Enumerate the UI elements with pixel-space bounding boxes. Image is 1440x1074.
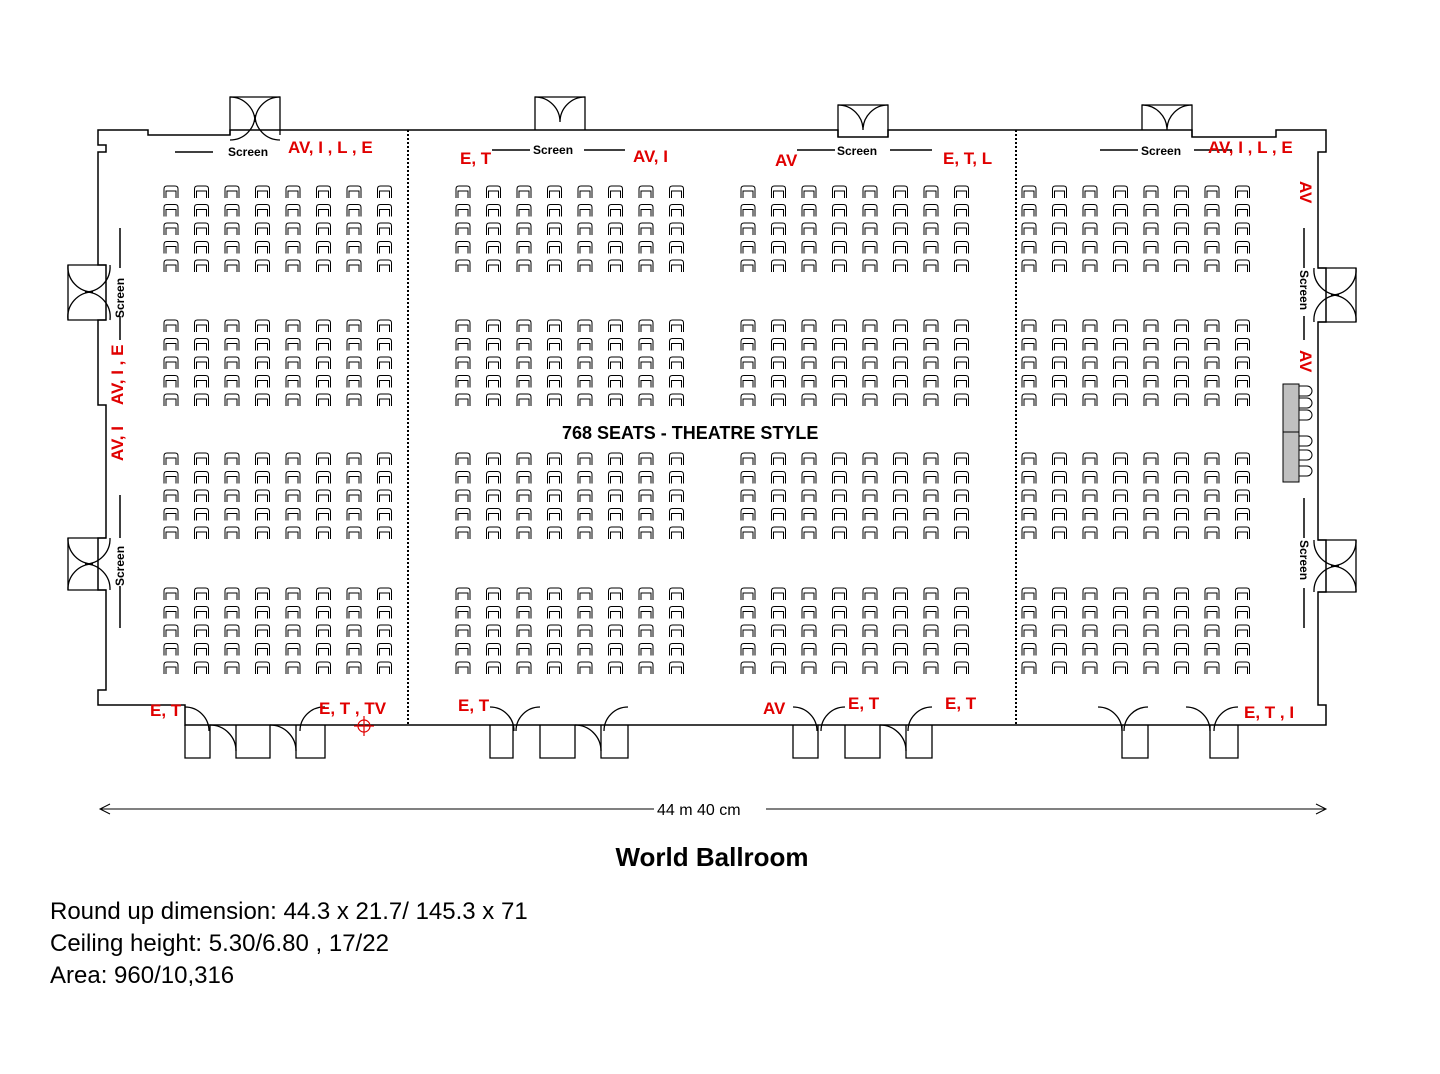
screen-label: Screen bbox=[1141, 144, 1181, 158]
bottom-doors bbox=[184, 706, 1239, 759]
outlet-label: E, T, L bbox=[943, 149, 992, 168]
screen-label: Screen bbox=[1297, 270, 1311, 310]
outlet-label: AV, I bbox=[108, 426, 127, 461]
screen-label: Screen bbox=[113, 278, 127, 318]
outlet-label: E, T bbox=[150, 701, 182, 720]
outlet-label: AV, I , L , E bbox=[288, 138, 373, 157]
outlet-label: AV, I , L , E bbox=[1208, 138, 1293, 157]
ceiling-height: Ceiling height: 5.30/6.80 , 17/22 bbox=[50, 930, 389, 957]
room-outline bbox=[97, 129, 1327, 726]
outlet-label: E, T bbox=[458, 696, 490, 715]
outlet-label: E, T bbox=[945, 694, 977, 713]
screen-label: Screen bbox=[228, 145, 268, 159]
outlet-label: AV bbox=[775, 151, 798, 170]
outlet-label: AV, I bbox=[633, 147, 668, 166]
seating-capacity-label: 768 SEATS - THEATRE STYLE bbox=[562, 423, 818, 443]
area: Area: 960/10,316 bbox=[50, 962, 235, 989]
outlet-label: E, T bbox=[848, 694, 880, 713]
screen-label: Screen bbox=[1297, 540, 1311, 580]
side-doors bbox=[67, 264, 1357, 593]
outlet-label: E, T , TV bbox=[319, 699, 387, 718]
screen-labels: Screen Screen Screen Screen Screen Scree… bbox=[113, 143, 1311, 586]
dimension-label: 44 m 40 cm bbox=[657, 802, 741, 819]
tv-outlet-icon bbox=[354, 716, 374, 736]
top-doors bbox=[229, 96, 1193, 141]
seating-area bbox=[163, 185, 1250, 674]
outlet-labels: AV, I , L , E E, T AV, I AV E, T, L AV, … bbox=[108, 138, 1315, 722]
stage bbox=[1282, 383, 1313, 483]
outlet-label: AV bbox=[1296, 350, 1315, 373]
theatre-seats bbox=[163, 185, 1250, 674]
screen-label: Screen bbox=[113, 546, 127, 586]
screens bbox=[119, 149, 1305, 628]
outlet-label: E, T bbox=[460, 149, 492, 168]
outlet-label: AV bbox=[763, 699, 786, 718]
room-info: Round up dimension: 44.3 x 21.7/ 145.3 x… bbox=[50, 896, 528, 992]
room-title: World Ballroom bbox=[615, 842, 809, 872]
floor-plan: Screen Screen Screen Screen Screen Scree… bbox=[67, 96, 1357, 819]
outlet-label: AV bbox=[1296, 181, 1315, 204]
dimension-line bbox=[98, 803, 1328, 815]
outlet-label: AV, I , E bbox=[108, 345, 127, 405]
round-up-dimension: Round up dimension: 44.3 x 21.7/ 145.3 x… bbox=[50, 898, 528, 925]
screen-label: Screen bbox=[837, 144, 877, 158]
outlet-label: E, T , I bbox=[1244, 703, 1294, 722]
screen-label: Screen bbox=[533, 143, 573, 157]
partitions bbox=[407, 130, 1017, 725]
